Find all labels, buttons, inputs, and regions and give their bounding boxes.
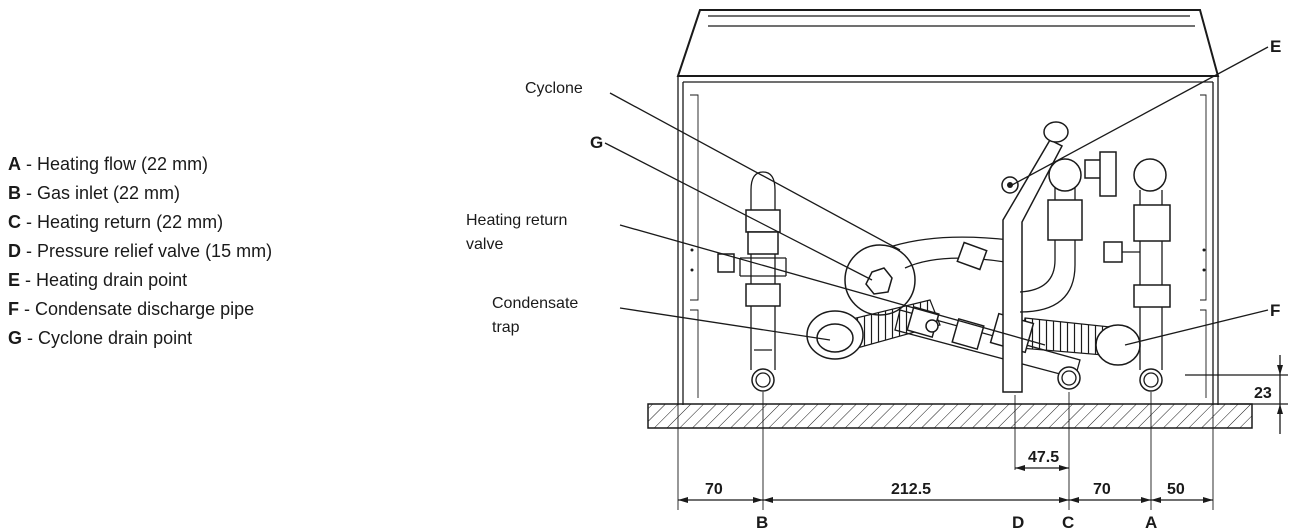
legend-text: Heating return (22 mm) bbox=[37, 212, 224, 232]
label-heating-return-valve-1: Heating return bbox=[466, 212, 567, 229]
bottom-letter-c: C bbox=[1062, 513, 1074, 532]
legend-text: Heating flow (22 mm) bbox=[37, 154, 209, 174]
connections-legend: A - Heating flow (22 mm)B - Gas inlet (2… bbox=[8, 150, 272, 353]
pressure-relief-pipe bbox=[1002, 121, 1069, 393]
legend-separator: - bbox=[21, 154, 37, 174]
floor-slab bbox=[647, 403, 1253, 429]
label-cyclone: Cyclone bbox=[525, 80, 583, 97]
legend-text: Heating drain point bbox=[36, 270, 188, 290]
dim-height-23: 23 bbox=[1254, 385, 1272, 402]
dim-c-to-a: 70 bbox=[1093, 481, 1111, 498]
legend-text: Gas inlet (22 mm) bbox=[37, 183, 181, 203]
legend-item-d: D - Pressure relief valve (15 mm) bbox=[8, 237, 272, 266]
label-f: F bbox=[1270, 301, 1280, 320]
legend-separator: - bbox=[20, 270, 37, 290]
bottom-letter-b: B bbox=[756, 513, 768, 532]
legend-key: A bbox=[8, 154, 21, 174]
dim-left-to-b: 70 bbox=[705, 481, 723, 498]
legend-text: Cyclone drain point bbox=[38, 328, 193, 348]
bottom-letter-a: A bbox=[1145, 513, 1157, 532]
legend-key: C bbox=[8, 212, 21, 232]
legend-text: Pressure relief valve (15 mm) bbox=[37, 241, 273, 261]
legend-item-a: A - Heating flow (22 mm) bbox=[8, 150, 272, 179]
leader-lines bbox=[604, 46, 1269, 346]
connection-ends bbox=[751, 366, 1163, 392]
legend-key: E bbox=[8, 270, 21, 290]
legend-item-b: B - Gas inlet (22 mm) bbox=[8, 179, 272, 208]
legend-key: F bbox=[8, 299, 19, 319]
legend-text: Condensate discharge pipe bbox=[35, 299, 255, 319]
legend-separator: - bbox=[21, 183, 37, 203]
label-g: G bbox=[590, 133, 603, 152]
legend-item-e: E - Heating drain point bbox=[8, 266, 272, 295]
legend-item-c: C - Heating return (22 mm) bbox=[8, 208, 272, 237]
dim-a-to-right: 50 bbox=[1167, 481, 1185, 498]
legend-item-f: F - Condensate discharge pipe bbox=[8, 295, 272, 324]
bottom-letter-d: D bbox=[1012, 513, 1024, 532]
dim-b-to-c: 212.5 bbox=[891, 481, 931, 498]
label-e: E bbox=[1270, 37, 1281, 56]
label-condensate-trap-2: trap bbox=[492, 319, 520, 336]
label-condensate-trap-1: Condensate bbox=[492, 295, 578, 312]
legend-key: G bbox=[8, 328, 23, 348]
dimension-lines bbox=[677, 355, 1288, 510]
legend-separator: - bbox=[22, 328, 39, 348]
legend-separator: - bbox=[19, 299, 35, 319]
legend-key: B bbox=[8, 183, 21, 203]
label-heating-return-valve-2: valve bbox=[466, 236, 503, 253]
right-manifold bbox=[1001, 151, 1171, 370]
dim-d-to-c: 47.5 bbox=[1028, 449, 1059, 466]
gas-inlet-pipe bbox=[717, 171, 787, 370]
legend-separator: - bbox=[21, 212, 37, 232]
boiler-casing bbox=[676, 9, 1220, 405]
legend-separator: - bbox=[21, 241, 37, 261]
legend-key: D bbox=[8, 241, 21, 261]
condensate-hoses bbox=[806, 299, 1141, 366]
legend-item-g: G - Cyclone drain point bbox=[8, 324, 272, 353]
